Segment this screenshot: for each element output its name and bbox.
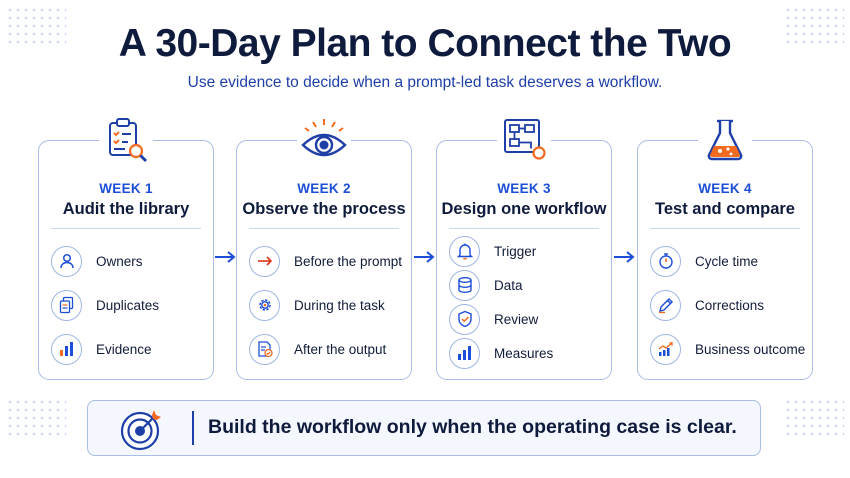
list-item: Evidence xyxy=(51,332,207,366)
arrow-right-icon xyxy=(249,245,280,277)
trend-chart-icon xyxy=(650,333,681,365)
list-item: During the task xyxy=(249,288,405,322)
conclusion-banner: Build the workflow only when the operati… xyxy=(87,400,761,456)
week-title: Observe the process xyxy=(242,200,406,218)
list-item: Owners xyxy=(51,244,207,278)
flowchart-icon xyxy=(497,113,551,167)
item-label: After the output xyxy=(294,341,387,357)
week-3-card: WEEK 3 Design one workflow Trigger Data … xyxy=(436,140,612,380)
item-label: Cycle time xyxy=(695,253,759,269)
item-label: Data xyxy=(494,277,523,293)
arrow-right-icon xyxy=(414,251,435,263)
shield-check-icon xyxy=(449,303,480,335)
page-subtitle: Use evidence to decide when a prompt-led… xyxy=(187,74,663,91)
decorative-dots-bottom-right xyxy=(784,398,844,438)
eye-icon xyxy=(297,113,351,167)
pencil-icon xyxy=(650,289,681,321)
week-title: Design one workflow xyxy=(441,200,607,218)
target-arrow-icon xyxy=(120,410,161,451)
week-2-card: WEEK 2 Observe the process Before the pr… xyxy=(236,140,412,380)
list-item: Measures xyxy=(449,336,605,370)
week-label: WEEK 2 xyxy=(297,181,351,196)
list-item: Before the prompt xyxy=(249,244,405,278)
banner-divider xyxy=(192,411,194,445)
week-4-card: WEEK 4 Test and compare Cycle time Corre… xyxy=(637,140,813,380)
clipboard-magnifier-icon xyxy=(99,113,153,167)
list-item: Review xyxy=(449,302,605,336)
list-item: Cycle time xyxy=(650,244,806,278)
banner-message: Build the workflow only when the operati… xyxy=(208,416,737,438)
list-item: Corrections xyxy=(650,288,806,322)
item-label: Review xyxy=(494,311,539,327)
bar-chart-icon xyxy=(449,337,480,369)
arrow-right-icon xyxy=(614,251,635,263)
page-title: A 30-Day Plan to Connect the Two xyxy=(118,22,732,65)
list-item: Trigger xyxy=(449,234,605,268)
bell-icon xyxy=(449,235,480,267)
gear-icon xyxy=(249,289,280,321)
flask-icon xyxy=(698,113,752,167)
list-item: Data xyxy=(449,268,605,302)
item-label: Corrections xyxy=(695,297,765,313)
document-check-icon xyxy=(249,333,280,365)
item-label: Evidence xyxy=(96,341,152,357)
list-item: Business outcome xyxy=(650,332,806,366)
week-1-card: WEEK 1 Audit the library Owners Duplicat… xyxy=(38,140,214,380)
week-label: WEEK 3 xyxy=(497,181,551,196)
arrow-right-icon xyxy=(215,251,236,263)
decorative-dots-top-left xyxy=(6,6,66,46)
item-label: Business outcome xyxy=(695,341,806,357)
week-title: Test and compare xyxy=(655,200,795,218)
item-label: Measures xyxy=(494,345,554,361)
week-label: WEEK 1 xyxy=(99,181,153,196)
divider xyxy=(249,228,399,229)
list-item: Duplicates xyxy=(51,288,207,322)
duplicate-documents-icon xyxy=(51,289,82,321)
stopwatch-icon xyxy=(650,245,681,277)
divider xyxy=(449,228,599,229)
database-icon xyxy=(449,269,480,301)
item-label: Duplicates xyxy=(96,297,160,313)
divider xyxy=(650,228,800,229)
divider xyxy=(51,228,201,229)
week-title: Audit the library xyxy=(62,200,190,218)
item-label: During the task xyxy=(294,297,385,313)
item-label: Before the prompt xyxy=(294,253,403,269)
decorative-dots-top-right xyxy=(784,6,844,46)
week-label: WEEK 4 xyxy=(698,181,752,196)
list-item: After the output xyxy=(249,332,405,366)
bar-chart-icon xyxy=(51,333,82,365)
person-icon xyxy=(51,245,82,277)
item-label: Owners xyxy=(96,253,143,269)
item-label: Trigger xyxy=(494,243,537,259)
decorative-dots-bottom-left xyxy=(6,398,66,438)
